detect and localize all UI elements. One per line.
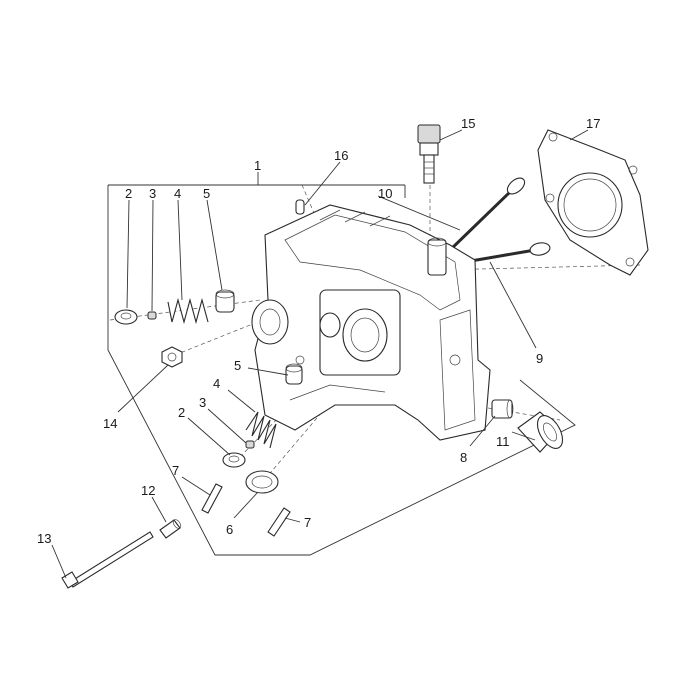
- callout-16: 16: [334, 148, 348, 163]
- cylinder-head-body: [251, 204, 491, 441]
- temperature-sensor: [417, 124, 441, 184]
- callout-7-left: 7: [172, 463, 179, 478]
- callout-12: 12: [141, 483, 155, 498]
- callout-8: 8: [460, 450, 467, 465]
- callout-14: 14: [103, 416, 117, 431]
- callout-15: 15: [461, 116, 475, 131]
- dowel-pins-7: [201, 483, 291, 537]
- needle-bearing-11: [517, 411, 564, 453]
- callout-2-lower: 2: [178, 405, 185, 420]
- callout-3-lower: 3: [199, 395, 206, 410]
- callout-4-upper: 4: [174, 186, 181, 201]
- callout-2-upper: 2: [125, 186, 132, 201]
- dowel-pin-16: [295, 199, 305, 215]
- valves: [446, 177, 551, 264]
- callout-13: 13: [37, 531, 51, 546]
- callout-4-lower: 4: [213, 376, 220, 391]
- lower-valve-spring-group: [222, 363, 303, 468]
- callout-10: 10: [378, 186, 392, 201]
- upper-valve-spring-group: [114, 289, 235, 325]
- bolt-13: [61, 531, 154, 589]
- callout-5-lower: 5: [234, 358, 241, 373]
- callout-17: 17: [586, 116, 600, 131]
- needle-bearing-8: [491, 399, 514, 419]
- callout-9: 9: [536, 351, 543, 366]
- group-bracket-1: [107, 172, 576, 556]
- nut-14: [161, 346, 183, 368]
- head-gasket: [537, 129, 649, 276]
- callout-7-right: 7: [304, 515, 311, 530]
- callout-11: 11: [496, 434, 510, 449]
- bushing-12: [159, 519, 182, 539]
- callout-5-upper: 5: [203, 186, 210, 201]
- callout-1: 1: [254, 158, 261, 173]
- callout-3-upper: 3: [149, 186, 156, 201]
- callout-6: 6: [226, 522, 233, 537]
- callout-labels: 1 2 3 4 5 16 15 17 10 9 14 5 4 3 2 7 12 …: [37, 116, 600, 546]
- o-ring-6: [245, 470, 279, 494]
- leader-lines: [51, 129, 589, 579]
